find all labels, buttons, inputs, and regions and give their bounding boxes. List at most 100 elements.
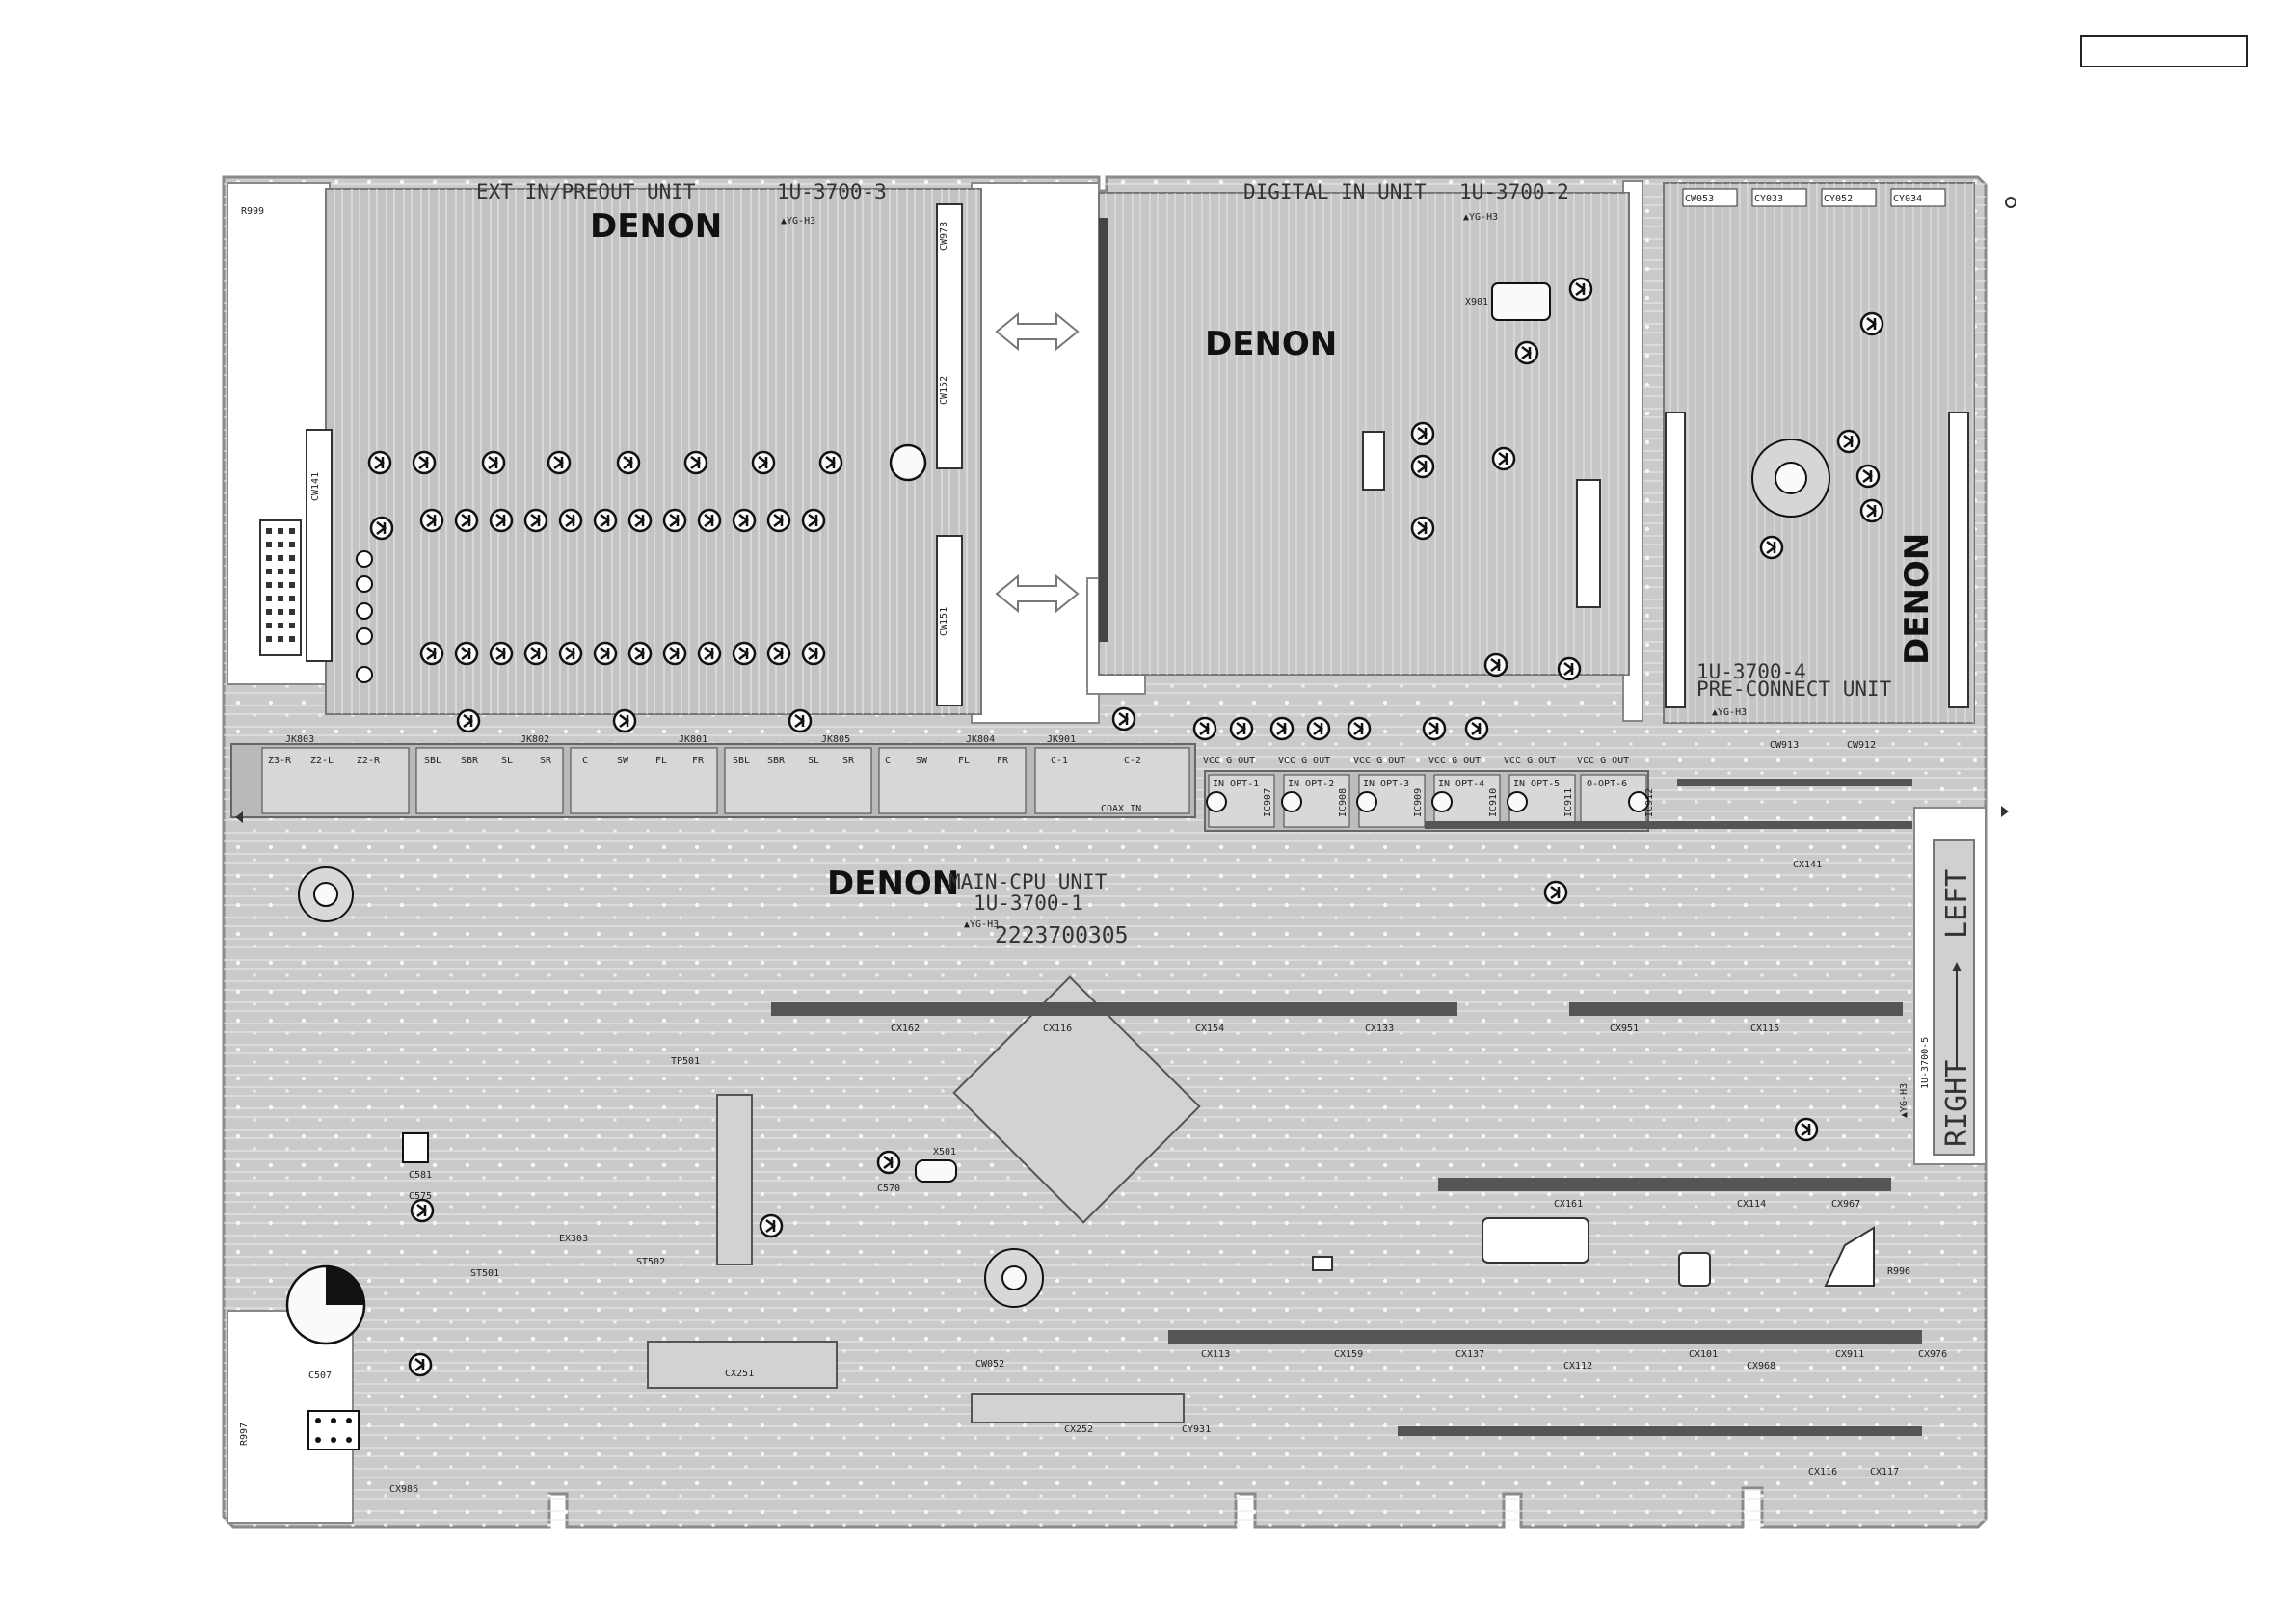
cx112-label: CX112 xyxy=(1563,1361,1592,1371)
edge-markers xyxy=(235,197,2016,823)
c507-label: C507 xyxy=(308,1370,332,1381)
cx986-label: CX986 xyxy=(389,1484,418,1495)
jack-label: SL xyxy=(808,756,819,766)
ext-in-unit-part: 1U-3700-3 xyxy=(777,180,887,203)
jack-label: FR xyxy=(692,756,705,766)
ext-in-preout-unit: EXT IN/PREOUT UNIT 1U-3700-3 DENON ▲YG-H… xyxy=(259,180,1080,733)
c581-label: C581 xyxy=(409,1170,432,1181)
c570-label: C570 xyxy=(877,1184,900,1194)
cx976-label: CX976 xyxy=(1918,1349,1947,1360)
opt-ic: IC908 xyxy=(1338,788,1348,817)
opt-ic: IC909 xyxy=(1413,788,1424,817)
cx116b-label: CX116 xyxy=(1808,1467,1837,1477)
pre-connect-unit-part: 1U-3700-4 xyxy=(1696,660,1806,683)
optical-inputs: IN OPT-1 IN OPT-2 IN OPT-3 IN OPT-4 IN O… xyxy=(1203,756,1655,828)
cx911-label: CX911 xyxy=(1835,1349,1864,1360)
r997-label: R997 xyxy=(239,1423,250,1446)
opt-pins: VCC G OUT xyxy=(1203,756,1255,766)
digital-in-brand-logo: DENON xyxy=(1205,325,1337,363)
cw913-label: CW913 xyxy=(1770,740,1799,751)
cx951-label: CX951 xyxy=(1610,1024,1639,1034)
jack-label: FL xyxy=(655,756,667,766)
r999-label: R999 xyxy=(241,206,264,217)
pre-connect-unit-title: PRE-CONNECT UNIT xyxy=(1696,678,1892,701)
jack-jk802: JK802 xyxy=(521,734,549,745)
right-left-unit: LEFT RIGHT 1U-3700-5 ▲YG-H3 xyxy=(1899,839,1975,1156)
jack-label: SW xyxy=(617,756,629,766)
opt-ic: IC911 xyxy=(1563,788,1574,817)
tp501-label: TP501 xyxy=(671,1056,700,1067)
opt-pins: VCC G OUT xyxy=(1278,756,1330,766)
cw141-label: CW141 xyxy=(310,472,321,501)
jack-label: C-2 xyxy=(1124,756,1141,766)
cy931-label: CY931 xyxy=(1182,1424,1211,1435)
ext-in-capacitors xyxy=(367,443,927,733)
cx968-label: CX968 xyxy=(1747,1361,1775,1371)
jack-jk901: JK901 xyxy=(1047,734,1076,745)
jack-strip: JK803 JK802 JK801 JK805 JK804 JK901 Z3-R… xyxy=(230,734,1655,832)
cx967-label: CX967 xyxy=(1831,1199,1860,1210)
jack-label: SW xyxy=(916,756,928,766)
opt-label: IN OPT-5 xyxy=(1513,779,1560,789)
main-cpu-unit: DENON MAIN-CPU UNIT 1U-3700-1 ▲YG-H3 222… xyxy=(239,206,1947,1495)
jack-label: SBL xyxy=(424,756,441,766)
digital-in-unit: DIGITAL IN UNIT 1U-3700-2 DENON ▲YG-H3 X… xyxy=(1098,180,1630,741)
cx101-label: CX101 xyxy=(1689,1349,1718,1360)
jack-jk805: JK805 xyxy=(821,734,850,745)
digital-in-unit-title: DIGITAL IN UNIT xyxy=(1243,180,1427,203)
cx117-label: CX117 xyxy=(1870,1467,1899,1477)
cx154-label: CX154 xyxy=(1195,1024,1224,1034)
jack-label: C xyxy=(885,756,891,766)
main-cpu-brand-logo: DENON xyxy=(827,865,959,903)
opt-label: IN OPT-1 xyxy=(1213,779,1259,789)
jack-label: FL xyxy=(958,756,970,766)
ex303-label: EX303 xyxy=(559,1234,588,1244)
pre-connect-header-connectors: CW053 CY033 CY052 CY034 xyxy=(1682,188,1946,207)
cx159-label: CX159 xyxy=(1334,1349,1363,1360)
jack-label: SR xyxy=(540,756,552,766)
cy033-label: CY033 xyxy=(1754,194,1783,204)
jack-label: SR xyxy=(842,756,855,766)
jack-label: Z3-R xyxy=(268,756,292,766)
opt-label: IN OPT-4 xyxy=(1438,779,1484,789)
cx115-label: CX115 xyxy=(1750,1024,1779,1034)
link-arrows xyxy=(995,311,1080,614)
cx113-label: CX113 xyxy=(1201,1349,1230,1360)
opt-label: O-OPT-6 xyxy=(1587,779,1627,789)
cx114-label: CX114 xyxy=(1737,1199,1766,1210)
main-cpu-unit-part: 1U-3700-1 xyxy=(974,891,1083,915)
main-cpu-mark: ▲YG-H3 xyxy=(964,919,999,930)
cx137-label: CX137 xyxy=(1455,1349,1484,1360)
jack-label: FR xyxy=(997,756,1009,766)
jack-jk801: JK801 xyxy=(679,734,707,745)
cy034-label: CY034 xyxy=(1893,194,1922,204)
right-label: RIGHT xyxy=(1940,1060,1974,1147)
main-cpu-unit-title: MAIN-CPU UNIT xyxy=(948,870,1108,893)
x901-label: X901 xyxy=(1465,297,1488,307)
jack-label: Z2-L xyxy=(310,756,334,766)
main-connector-strips: CX162 CX116 CX154 CX133 CX951 CX115 CX14… xyxy=(771,740,1947,1477)
jack-jk803: JK803 xyxy=(285,734,314,745)
cx252-label: CX252 xyxy=(1064,1424,1093,1435)
opt-label: IN OPT-2 xyxy=(1288,779,1334,789)
ext-in-unit-title: EXT IN/PREOUT UNIT xyxy=(476,180,696,203)
left-label: LEFT xyxy=(1940,869,1974,939)
jack-jk804: JK804 xyxy=(966,734,995,745)
right-left-part: 1U-3700-5 xyxy=(1920,1037,1931,1089)
jack-label: SBR xyxy=(767,756,786,766)
opt-ic: IC907 xyxy=(1263,788,1273,817)
main-cpu-serial: 2223700305 xyxy=(995,923,1128,948)
jack-label: SBL xyxy=(733,756,750,766)
jack-label: SBR xyxy=(461,756,479,766)
pre-connect-mark: ▲YG-H3 xyxy=(1712,707,1747,718)
cx162-label: CX162 xyxy=(891,1024,920,1034)
cw151-label: CW151 xyxy=(939,607,949,636)
x501-label: X501 xyxy=(933,1147,956,1157)
c575-label: C575 xyxy=(409,1191,432,1202)
digital-in-unit-part: 1U-3700-2 xyxy=(1459,180,1569,203)
jack-label: C-1 xyxy=(1051,756,1068,766)
pre-connect-unit: 1U-3700-4 PRE-CONNECT UNIT DENON ▲YG-H3 … xyxy=(1663,182,1975,724)
ext-in-mark: ▲YG-H3 xyxy=(781,216,815,226)
pre-connect-brand-logo: DENON xyxy=(1898,533,1936,665)
